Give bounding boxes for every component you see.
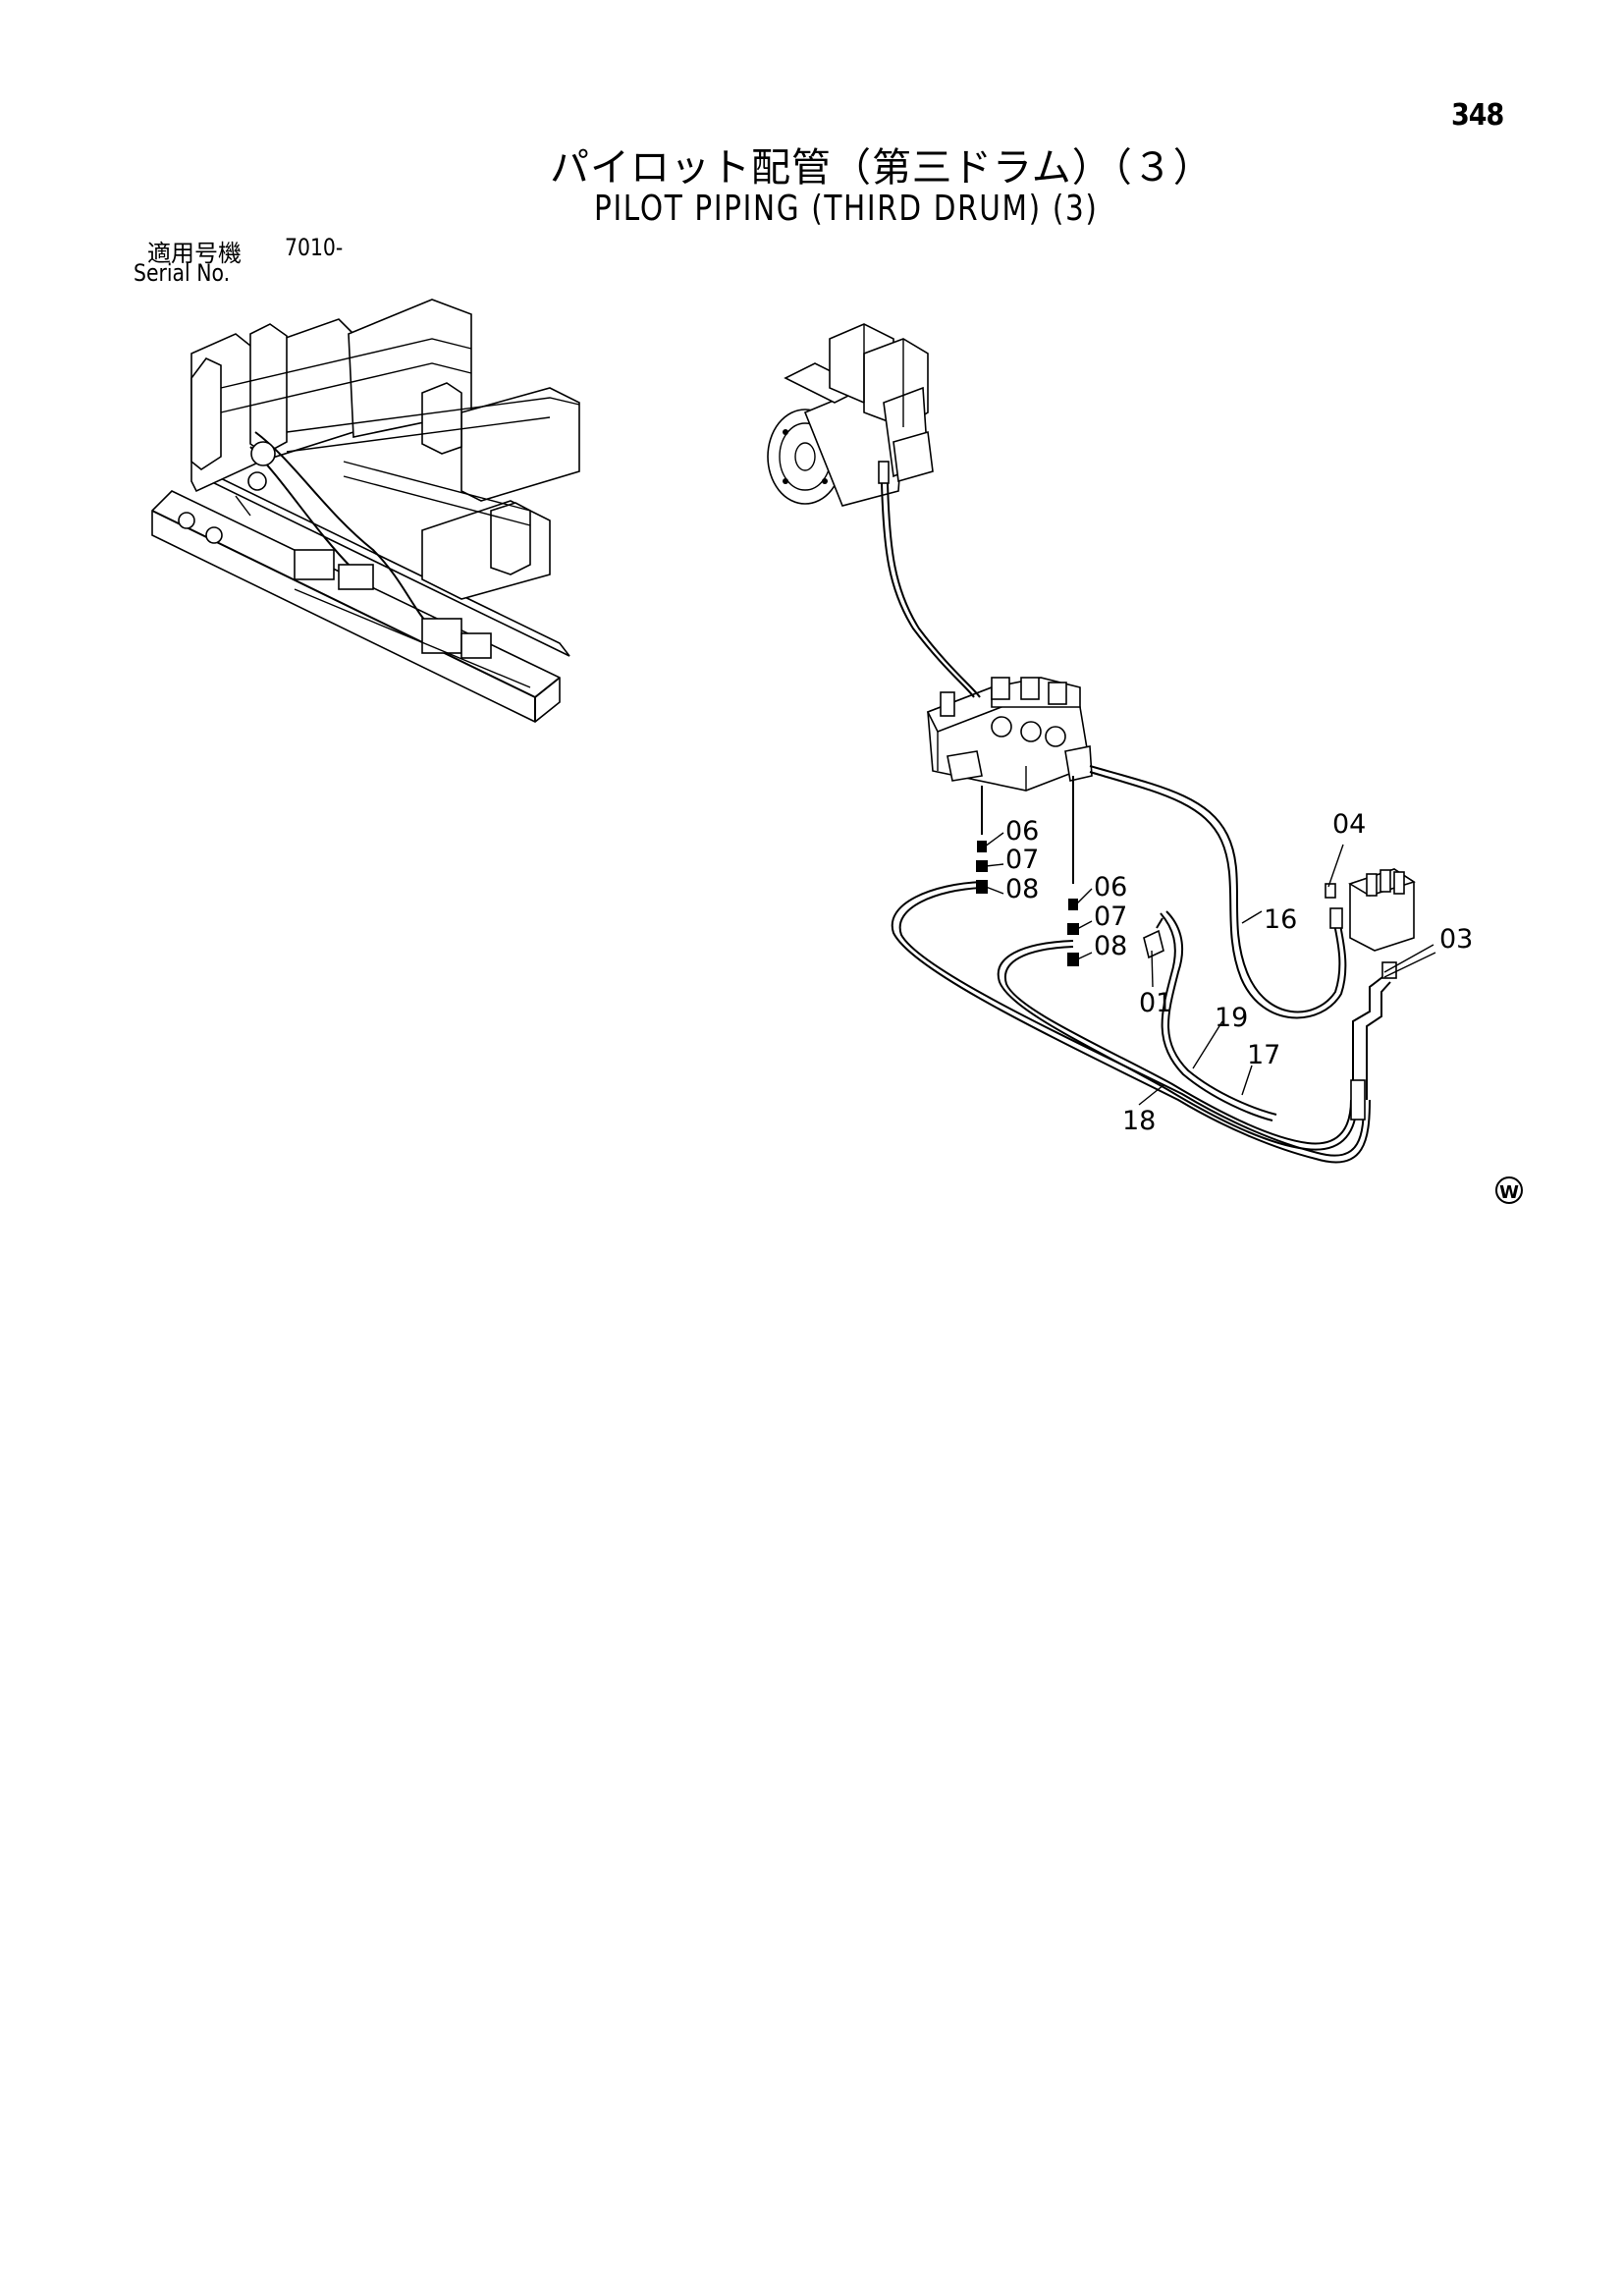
overview-machine-frame [151, 299, 580, 723]
control-valve-block [926, 677, 1093, 792]
callout-07-right: 07 [1094, 902, 1127, 932]
serial-value: 7010- [285, 234, 344, 261]
leader-lines [984, 832, 1436, 1106]
symbol-w-label: W [1499, 1182, 1519, 1203]
fittings [976, 841, 1164, 966]
callout-16: 16 [1264, 904, 1297, 935]
callout-08-left: 08 [1005, 874, 1039, 904]
circled-w-symbol: W [1495, 1176, 1523, 1204]
callout-06-right: 06 [1094, 872, 1127, 902]
pilot-hoses [881, 482, 1391, 1164]
pilot-pump-motor [767, 323, 934, 507]
callout-18: 18 [1122, 1106, 1156, 1136]
serial-label-japanese: 適用号機 [147, 240, 242, 267]
callout-04: 04 [1332, 809, 1366, 840]
callout-08-right: 08 [1094, 931, 1127, 961]
callout-07-left: 07 [1005, 845, 1039, 875]
title-japanese: パイロット配管（第三ドラム）（３） [550, 145, 1214, 191]
page-number: 348 [1451, 98, 1504, 133]
callout-19: 19 [1215, 1003, 1248, 1033]
pilot-selector-valve [1325, 868, 1416, 979]
serial-label-english: Serial No. [134, 259, 231, 287]
callout-06-left: 06 [1005, 816, 1039, 847]
callout-03: 03 [1439, 924, 1473, 955]
callout-01: 01 [1139, 988, 1172, 1018]
callout-17: 17 [1247, 1040, 1280, 1070]
title-english: PILOT PIPING (THIRD DRUM) (3) [594, 189, 1099, 229]
